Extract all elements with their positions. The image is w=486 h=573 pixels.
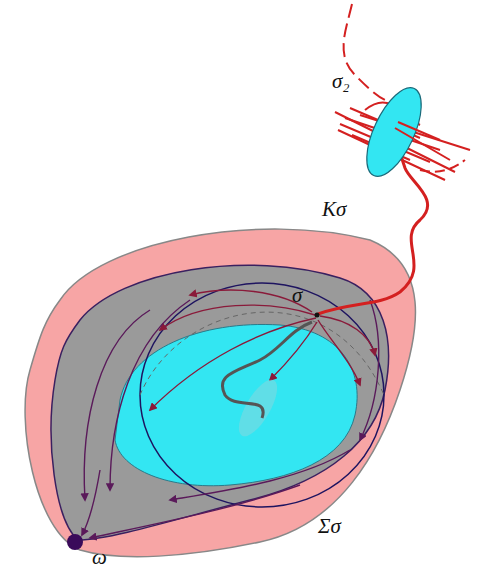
- flow-arrows: [82, 290, 379, 538]
- stable-region: [51, 265, 388, 540]
- inner-disk: [232, 374, 285, 441]
- dashed-continuation: [420, 160, 465, 172]
- region-label: Kσ: [322, 198, 346, 221]
- dashed-continuation: [344, 4, 385, 100]
- sphere-outline: [140, 283, 384, 507]
- omega-point: [67, 534, 83, 550]
- point-label: ω: [92, 546, 107, 569]
- sigma-point: [315, 313, 320, 318]
- tangle-lines-front: [395, 122, 450, 160]
- outer-region: [25, 229, 415, 557]
- dashed-equator: [140, 312, 384, 395]
- point-label: σ₂: [332, 70, 350, 93]
- inner-orbit: [222, 322, 312, 418]
- region-label: Σσ: [318, 515, 341, 538]
- point-label: σ: [292, 284, 302, 307]
